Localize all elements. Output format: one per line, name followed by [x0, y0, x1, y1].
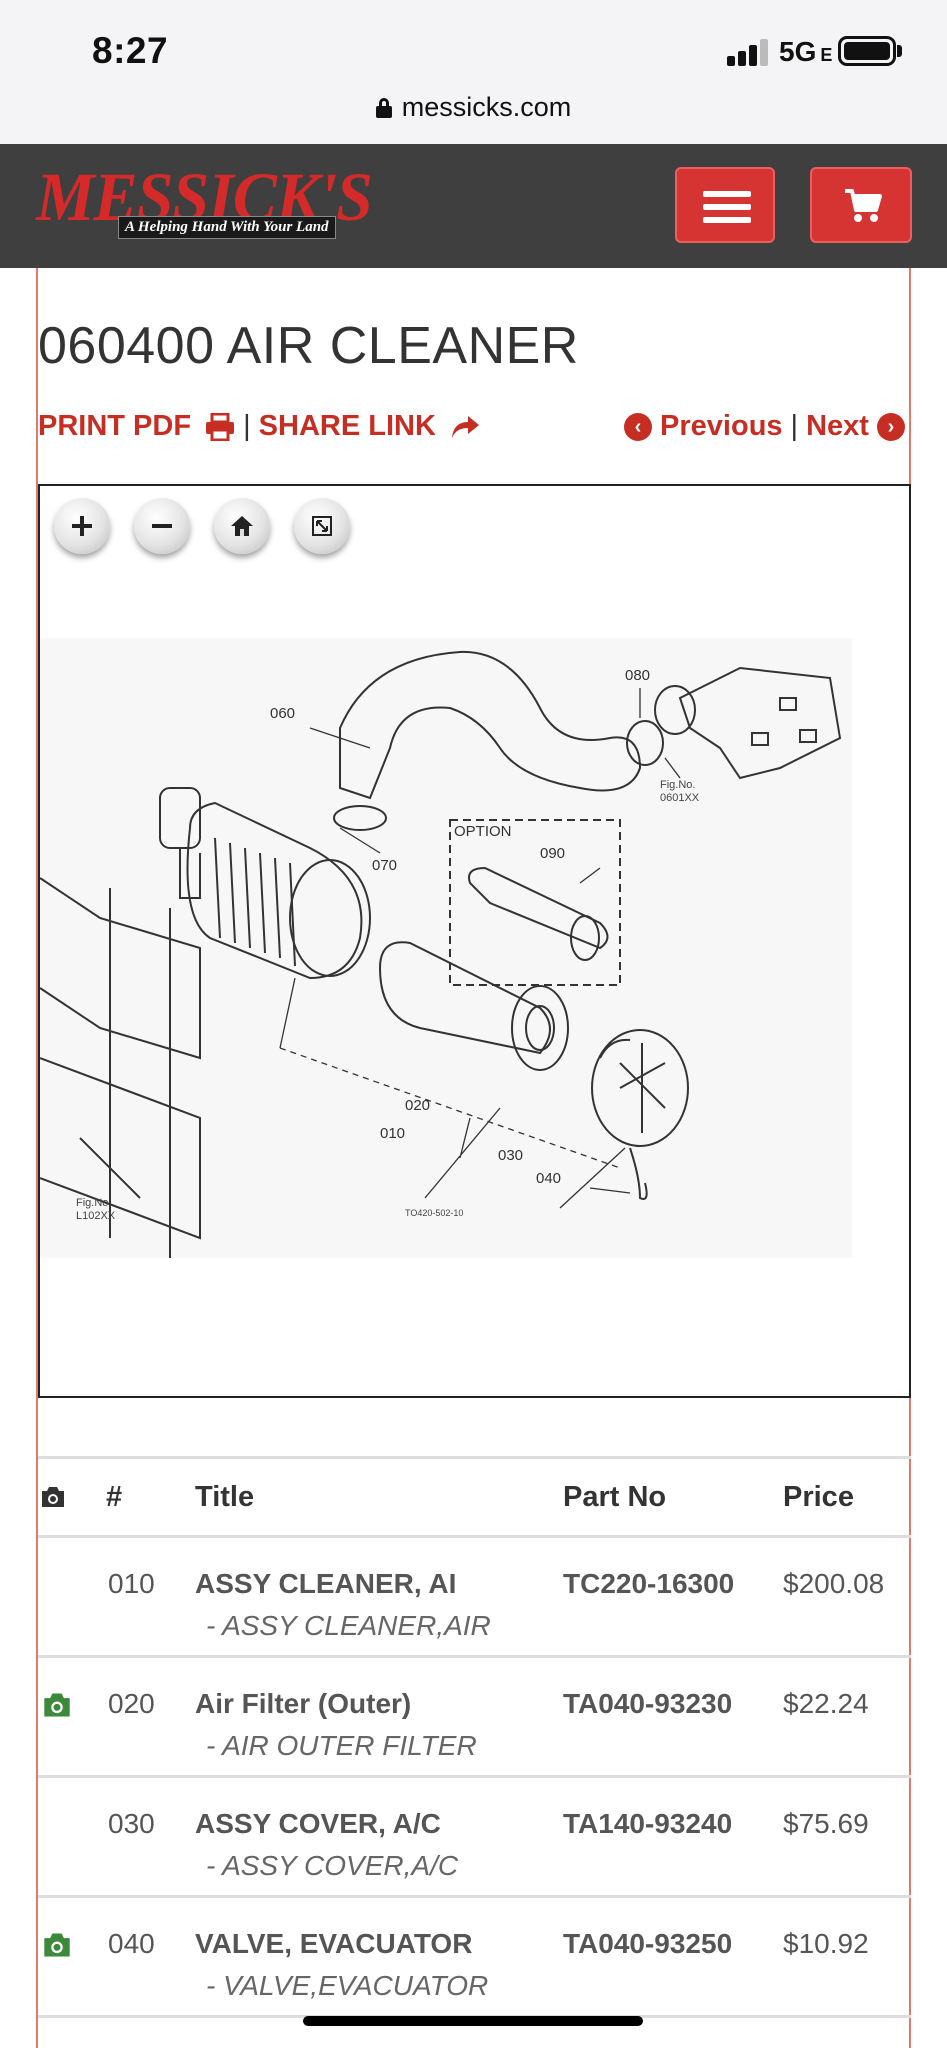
table-header: # Title Part No Price	[38, 1456, 911, 1538]
row-part-number[interactable]: TC220-16300	[563, 1568, 735, 1599]
camera-icon[interactable]	[42, 1931, 72, 1959]
row-part-number[interactable]: TA040-93250	[563, 1928, 733, 1959]
row-title[interactable]: VALVE, EVACUATOR	[195, 1928, 473, 1959]
row-title[interactable]: Air Filter (Outer)	[195, 1688, 412, 1719]
column-header-number: #	[106, 1481, 123, 1513]
camera-icon	[42, 1487, 64, 1507]
svg-text:060: 060	[270, 705, 295, 722]
row-price: $22.24	[783, 1688, 869, 1719]
row-subtitle: - ASSY COVER,A/C	[206, 1850, 459, 1881]
arrow-left-circle-icon: ‹	[623, 413, 652, 442]
separator: |	[790, 410, 799, 442]
svg-text:TO420-502-10: TO420-502-10	[405, 1208, 463, 1218]
next-link[interactable]: Next ›	[806, 410, 905, 443]
previous-link[interactable]: ‹ Previous	[623, 410, 783, 443]
svg-text:070: 070	[372, 857, 397, 874]
home-view-button[interactable]	[214, 498, 270, 554]
menu-button[interactable]	[675, 167, 775, 243]
column-header-price: Price	[783, 1481, 854, 1513]
zoom-in-button[interactable]	[54, 498, 110, 554]
svg-text:090: 090	[540, 845, 565, 862]
svg-text:0601XX: 0601XX	[660, 792, 700, 804]
row-number: 020	[108, 1688, 155, 1719]
camera-icon[interactable]	[42, 1691, 72, 1719]
status-time: 8:27	[92, 30, 169, 71]
column-header-title: Title	[195, 1481, 255, 1513]
arrow-right-circle-icon: ›	[877, 413, 905, 442]
svg-text:L102XX: L102XX	[76, 1210, 116, 1222]
share-link[interactable]: SHARE LINK	[259, 410, 480, 443]
svg-text:030: 030	[498, 1147, 523, 1164]
fullscreen-icon	[312, 516, 332, 536]
zoom-out-button[interactable]	[134, 498, 190, 554]
row-price: $200.08	[783, 1568, 885, 1599]
site-header: MESSICK'S A Helping Hand With Your Land	[0, 144, 947, 268]
address-bar[interactable]: messicks.com	[0, 88, 947, 144]
row-title[interactable]: ASSY COVER, A/C	[195, 1808, 441, 1839]
content-panel: 060400 AIR CLEANER PRINT PDF | SHARE LIN…	[36, 268, 911, 2048]
home-icon	[231, 516, 253, 536]
parts-diagram: 060 080 070 OPTION 090 020 010 030 040 F…	[40, 638, 852, 1258]
row-number: 010	[108, 1568, 155, 1599]
printer-icon	[206, 413, 235, 442]
logo-tagline: A Helping Hand With Your Land	[118, 216, 336, 239]
row-title[interactable]: ASSY CLEANER, AI	[195, 1568, 457, 1599]
table-row[interactable]: 030 ASSY COVER, A/C - ASSY COVER,A/C TA1…	[38, 1778, 911, 1898]
plus-icon	[72, 516, 92, 536]
diagram-viewer[interactable]: 060 080 070 OPTION 090 020 010 030 040 F…	[38, 484, 911, 1398]
row-subtitle: - AIR OUTER FILTER	[206, 1730, 477, 1761]
battery-icon	[838, 36, 896, 66]
site-logo[interactable]: MESSICK'S A Helping Hand With Your Land	[36, 159, 396, 246]
svg-text:080: 080	[625, 667, 650, 684]
lock-icon	[375, 97, 392, 118]
svg-text:Fig.No.: Fig.No.	[76, 1197, 111, 1209]
table-row[interactable]: 020 Air Filter (Outer) - AIR OUTER FILTE…	[38, 1658, 911, 1778]
minus-icon	[152, 524, 172, 528]
action-row: PRINT PDF | SHARE LINK ‹ Previous |	[38, 410, 911, 450]
table-row[interactable]: 040 VALVE, EVACUATOR - VALVE,EVACUATOR T…	[38, 1898, 911, 2018]
row-part-number[interactable]: TA140-93240	[563, 1808, 733, 1839]
url-text: messicks.com	[401, 92, 572, 122]
print-pdf-link[interactable]: PRINT PDF	[38, 410, 235, 443]
svg-text:040: 040	[536, 1170, 561, 1187]
cart-button[interactable]	[810, 167, 912, 243]
shopping-cart-icon	[845, 189, 882, 222]
parts-table: # Title Part No Price 010 ASSY CLEANER, …	[38, 1456, 911, 2018]
svg-text:Fig.No.: Fig.No.	[660, 779, 695, 791]
row-subtitle: - ASSY CLEANER,AIR	[206, 1610, 491, 1641]
svg-text:OPTION: OPTION	[454, 823, 512, 840]
svg-text:020: 020	[405, 1097, 430, 1114]
row-part-number[interactable]: TA040-93230	[563, 1688, 733, 1719]
row-subtitle: - VALVE,EVACUATOR	[206, 1970, 489, 2001]
row-price: $75.69	[783, 1808, 869, 1839]
fullscreen-button[interactable]	[294, 498, 350, 554]
page-title: 060400 AIR CLEANER	[38, 317, 579, 375]
row-number: 040	[108, 1928, 155, 1959]
row-price: $10.92	[783, 1928, 869, 1959]
cellular-signal-icon	[727, 38, 768, 66]
column-header-part-no: Part No	[563, 1481, 667, 1513]
svg-text:010: 010	[380, 1125, 405, 1142]
share-arrow-icon	[451, 416, 479, 439]
row-number: 030	[108, 1808, 155, 1839]
separator: |	[243, 410, 251, 442]
home-indicator[interactable]	[303, 2016, 643, 2026]
table-row[interactable]: 010 ASSY CLEANER, AI - ASSY CLEANER,AIR …	[38, 1538, 911, 1658]
